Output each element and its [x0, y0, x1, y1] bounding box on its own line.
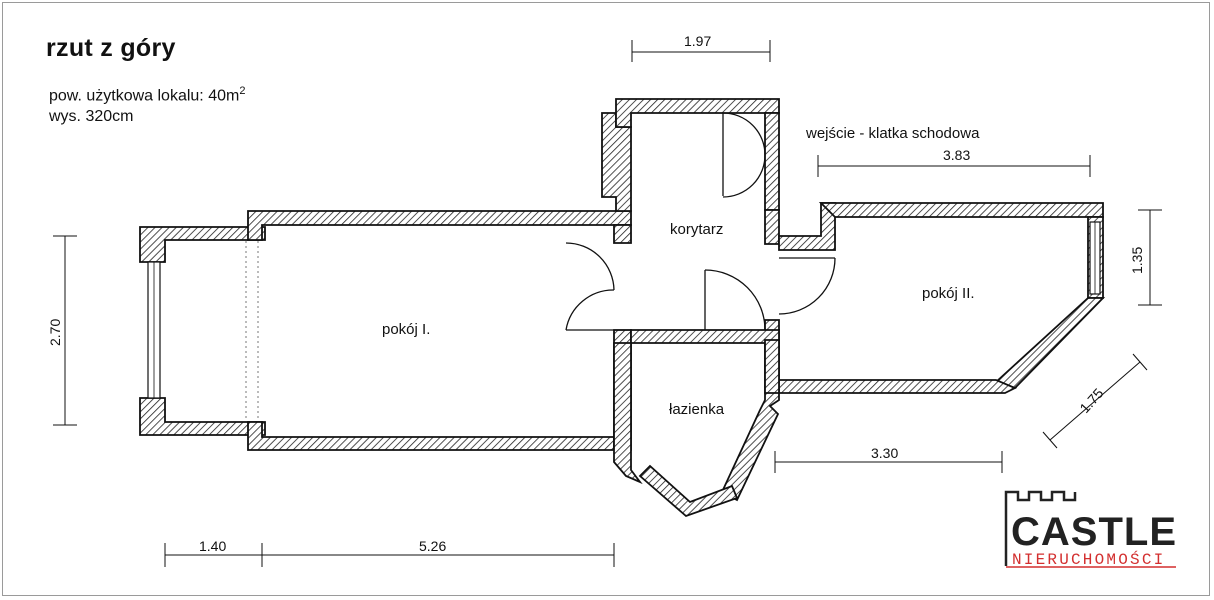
logo-name: CASTLE	[1011, 510, 1177, 554]
room1-door-swing-top	[565, 242, 615, 291]
entrance-door-swing-bottom	[722, 154, 766, 198]
balcony-wall-bottom	[139, 397, 266, 436]
room1-corridor-wall-upper	[613, 224, 632, 244]
room2-wall-diagonal	[994, 297, 1106, 390]
entrance-door-swing-top	[722, 112, 766, 156]
room1-label: pokój I.	[382, 321, 430, 338]
dimension-lines	[53, 40, 1162, 567]
walls	[139, 98, 1106, 518]
dim-left-height: 2.70	[47, 319, 63, 346]
dim-entrance-width: 3.83	[943, 147, 970, 163]
corridor-wall-right-upper	[764, 112, 780, 211]
area-unit-superscript: 2	[239, 85, 246, 97]
bathroom-wall-bottom	[638, 464, 739, 518]
dim-bottom-left-b: 5.26	[419, 538, 446, 554]
castle-battlement-icon	[1004, 490, 1077, 508]
room2-wall-bottom	[778, 379, 1018, 394]
room2-wall-left	[778, 202, 836, 251]
dim-top: 1.97	[684, 33, 711, 49]
dim-bottom-left-a: 1.40	[199, 538, 226, 554]
bathroom-wall-left	[613, 342, 643, 485]
dim-diagonal: 1.75	[1076, 385, 1106, 416]
bathroom-wall-top	[630, 329, 780, 344]
entrance-label: wejście - klatka schodowa	[805, 125, 980, 142]
plan-title: rzut z góry	[46, 34, 176, 62]
dim-bottom-right: 3.30	[871, 445, 898, 461]
area-label: pow. użytkowa lokalu: 40m	[49, 87, 240, 105]
bathroom-label: łazienka	[669, 401, 725, 418]
room2-door-swing	[778, 257, 836, 315]
area-info: pow. użytkowa lokalu: 40m2	[49, 85, 245, 105]
room1-door-swing-bottom	[565, 289, 615, 331]
corridor-label: korytarz	[670, 221, 723, 238]
castle-logo: CASTLE NIERUCHOMOŚCI	[1004, 490, 1177, 569]
height-info: wys. 320cm	[49, 108, 134, 125]
room1-wall-bottom	[247, 421, 615, 451]
corridor-wall-top	[615, 98, 780, 128]
logo-subtitle: NIERUCHOMOŚCI	[1012, 550, 1165, 569]
dim-right-height: 1.35	[1129, 247, 1145, 274]
room2-wall-top	[818, 202, 1104, 218]
windows	[147, 221, 1101, 399]
room1-wall-top	[247, 210, 632, 241]
corridor-wall-right	[764, 209, 780, 245]
room2-wall-left-lower	[764, 339, 780, 394]
balcony-wall-top	[139, 226, 266, 263]
bathroom-door-swing	[704, 269, 766, 331]
room2-label: pokój II.	[922, 285, 975, 302]
doors	[565, 112, 836, 331]
